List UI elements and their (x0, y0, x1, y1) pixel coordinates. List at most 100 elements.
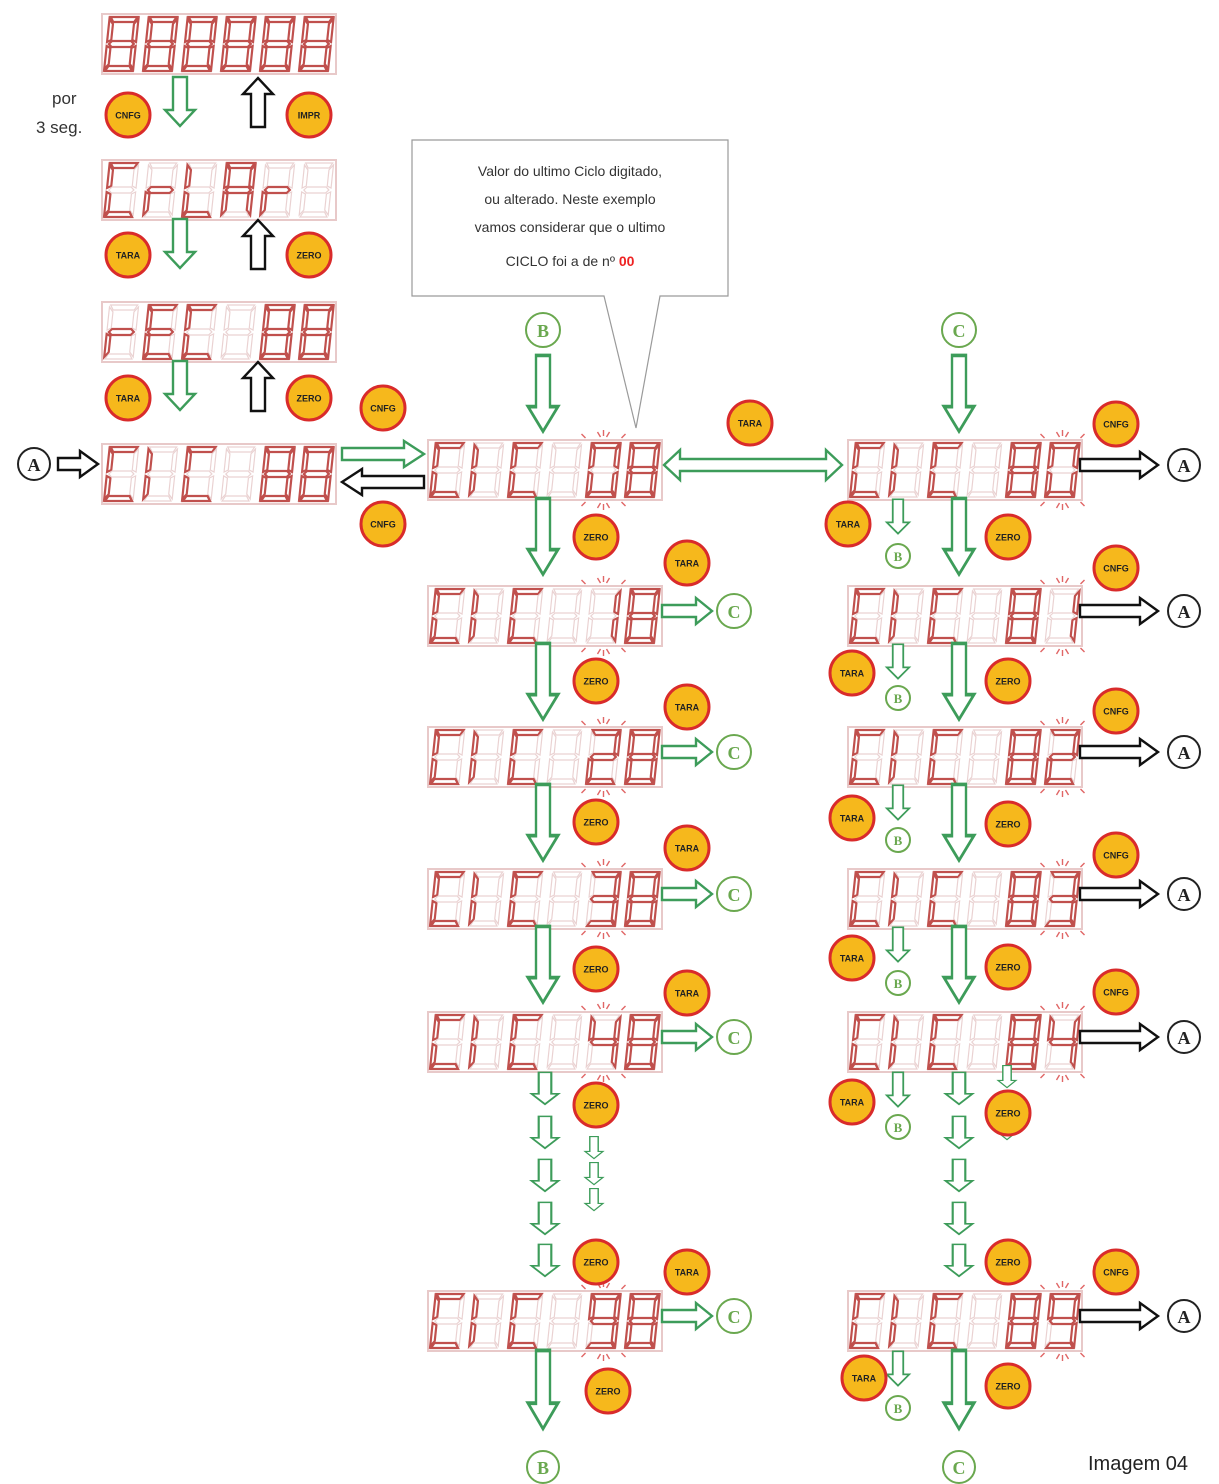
right-arrow-icon (1078, 1300, 1161, 1332)
display-cycle-menu (101, 443, 337, 505)
segment-digit (467, 1292, 505, 1350)
tara-button[interactable]: TARA (663, 824, 711, 872)
segment-digit (848, 441, 886, 499)
blink-mark (1080, 862, 1085, 868)
cnfg-button[interactable]: CNFG (359, 500, 407, 548)
svg-text:TARA: TARA (840, 954, 865, 964)
blink-mark (1064, 860, 1070, 867)
segment-digit (926, 1292, 964, 1350)
tara-button[interactable]: TARA (828, 794, 876, 842)
tara-button[interactable]: TARA (840, 1354, 888, 1402)
svg-text:B: B (537, 1458, 549, 1478)
zero-button[interactable]: ZERO (572, 798, 620, 846)
connector-c-exit: C (716, 734, 752, 770)
blink-mark (581, 647, 586, 653)
zero-button[interactable]: ZERO (984, 1362, 1032, 1410)
segment-digit (848, 587, 886, 645)
blink-mark (621, 788, 626, 794)
tara-button[interactable]: TARA (726, 399, 774, 447)
zero-button[interactable]: ZERO (984, 1089, 1032, 1137)
segment-digit (848, 1292, 886, 1350)
segment-digit (546, 1014, 583, 1070)
blink-mark (605, 1282, 611, 1289)
segment-digit (887, 728, 925, 786)
zero-button[interactable]: ZERO (572, 657, 620, 705)
zero-button[interactable]: ZERO (984, 943, 1032, 991)
blink-mark (1064, 1003, 1070, 1010)
zero-button[interactable]: ZERO (984, 800, 1032, 848)
zero-button[interactable]: ZERO (984, 1238, 1032, 1286)
tara-button[interactable]: TARA (828, 649, 876, 697)
zero-button[interactable]: ZERO (572, 1081, 620, 1129)
blink-mark (1064, 431, 1070, 438)
cnfg-button[interactable]: CNFG (1092, 1248, 1140, 1296)
segment-digit (623, 1292, 661, 1350)
blink-mark (1055, 1074, 1061, 1081)
zero-button[interactable]: ZERO (572, 513, 620, 561)
tara-button[interactable]: TARA (663, 539, 711, 587)
blink-mark (581, 1352, 586, 1358)
blink-mark (1080, 647, 1085, 653)
svg-text:TARA: TARA (852, 1374, 877, 1384)
zero-button[interactable]: ZERO (572, 1238, 620, 1286)
segment-digit (141, 445, 179, 503)
down-arrow-icon (885, 643, 911, 680)
cnfg-button[interactable]: CNFG (1092, 687, 1140, 735)
tara-button[interactable]: TARA (104, 374, 152, 422)
svg-text:ZERO: ZERO (583, 1101, 608, 1111)
segment-digit (1043, 870, 1081, 928)
tara-button[interactable]: TARA (663, 1248, 711, 1296)
tara-button[interactable]: TARA (828, 934, 876, 982)
tara-button[interactable]: TARA (663, 969, 711, 1017)
svg-text:A: A (1178, 1028, 1191, 1048)
connector-c-exit: C (942, 1450, 976, 1484)
blink-mark (1064, 1282, 1070, 1289)
right-arrow-icon (660, 878, 714, 910)
segment-digit (887, 1013, 925, 1071)
zero-button[interactable]: ZERO (984, 513, 1032, 561)
tara-button[interactable]: TARA (663, 683, 711, 731)
segment-digit (848, 1013, 886, 1071)
callout-line2: ou alterado. Neste exemplo (484, 191, 655, 207)
segment-digit (506, 441, 544, 499)
zero-button[interactable]: ZERO (285, 231, 333, 279)
zero-button[interactable]: ZERO (984, 657, 1032, 705)
cnfg-button[interactable]: CNFG (104, 91, 152, 139)
figure-caption: Imagem 04 (1088, 1453, 1188, 1475)
blink-mark (1040, 647, 1045, 653)
svg-text:C: C (953, 1458, 966, 1478)
zero-button[interactable]: ZERO (584, 1367, 632, 1415)
svg-text:CNFG: CNFG (1103, 851, 1129, 861)
blink-mark (1055, 431, 1061, 438)
down-arrow-icon (530, 1201, 560, 1236)
segment-digit (141, 303, 179, 361)
cnfg-button[interactable]: CNFG (1092, 400, 1140, 448)
segment-digit (506, 728, 544, 786)
down-arrow-icon (942, 641, 976, 722)
cnfg-button[interactable]: CNFG (359, 384, 407, 432)
impr-button[interactable]: IMPR (285, 91, 333, 139)
segment-digit (506, 1292, 544, 1350)
blink-mark (621, 930, 626, 936)
up-arrow-icon (241, 360, 275, 413)
blink-mark (621, 501, 626, 507)
svg-text:B: B (894, 976, 903, 991)
tara-button[interactable]: TARA (104, 231, 152, 279)
tara-button[interactable]: TARA (824, 500, 872, 548)
cnfg-button[interactable]: CNFG (1092, 544, 1140, 592)
segment-digit (926, 870, 964, 928)
right-arrow-icon (1078, 736, 1161, 768)
svg-text:A: A (1178, 885, 1191, 905)
right-arrow-icon (1078, 595, 1161, 627)
segment-digit (428, 870, 466, 928)
tara-button[interactable]: TARA (828, 1078, 876, 1126)
zero-button[interactable]: ZERO (285, 374, 333, 422)
segment-digit (297, 303, 335, 361)
cnfg-button[interactable]: CNFG (1092, 968, 1140, 1016)
zero-button[interactable]: ZERO (572, 945, 620, 993)
blink-mark (621, 1352, 626, 1358)
cnfg-button[interactable]: CNFG (1092, 831, 1140, 879)
right-arrow-icon (1078, 878, 1161, 910)
blink-mark (596, 1003, 602, 1010)
